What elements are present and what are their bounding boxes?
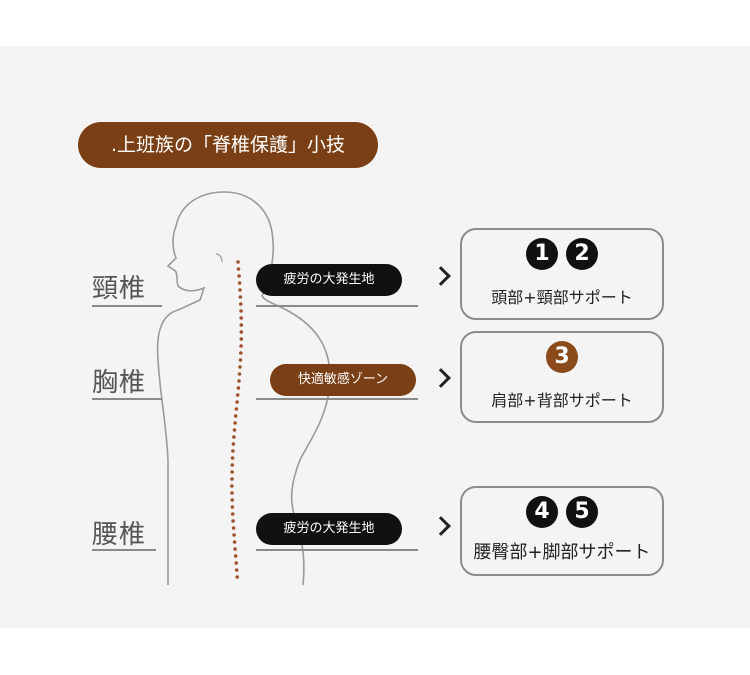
body-outline	[156, 191, 331, 586]
number-badge: 2	[566, 238, 598, 270]
spine-dot	[233, 421, 237, 425]
spine-dot	[230, 463, 235, 467]
spine-dot	[237, 372, 242, 376]
spine-dot	[231, 442, 236, 446]
spine-dot	[230, 470, 234, 474]
spine-dot	[237, 379, 241, 383]
spine-dot	[238, 365, 242, 369]
support-label: 腰臀部+脚部サポート	[473, 542, 651, 563]
spine-dot	[231, 449, 235, 453]
spine-dot	[232, 428, 237, 432]
spine-dot	[235, 393, 240, 397]
spine-dot	[232, 540, 237, 544]
tag-cervical: 疲労の大発生地	[256, 264, 402, 296]
spine-dot	[233, 414, 238, 418]
spine-dot	[230, 498, 234, 502]
spine-dot	[239, 344, 243, 348]
spine-dot	[231, 519, 235, 523]
spine-dot	[239, 330, 244, 334]
spine-dot	[239, 302, 243, 306]
underline-cervical	[92, 305, 162, 307]
ear-outline	[215, 253, 223, 263]
spine-dot	[239, 323, 244, 327]
number-badge: 5	[566, 496, 598, 528]
spine-dot	[238, 288, 242, 292]
spine-dot	[238, 295, 243, 299]
spine-dot	[230, 505, 235, 509]
number-badge: 4	[526, 496, 558, 528]
spine-dot	[239, 337, 244, 341]
spine-dot	[239, 351, 243, 355]
spine-dot	[232, 533, 236, 537]
spine-dot	[235, 575, 239, 579]
title-banner: .上班族の「脊椎保護」小技	[78, 122, 378, 168]
connector-thoracic	[256, 398, 418, 400]
underline-lumbar	[92, 549, 156, 551]
spine-dot	[230, 477, 234, 481]
number-badge: 1	[526, 238, 558, 270]
tag-lumbar: 疲労の大発生地	[256, 513, 402, 545]
spine-dot	[234, 568, 239, 572]
tag-thoracic: 快適敏感ゾーン	[270, 364, 416, 396]
connector-cervical	[256, 305, 418, 307]
connector-lumbar	[256, 549, 418, 551]
support-box-thoracic: 3 肩部+背部サポート	[460, 331, 664, 423]
region-label-lumbar: 腰椎	[92, 520, 147, 550]
spine-dot	[233, 547, 237, 551]
underline-thoracic	[92, 398, 162, 400]
spine-dot	[237, 274, 241, 278]
spine-dot	[233, 554, 238, 558]
spine-dot	[231, 526, 236, 530]
spine-dot	[230, 512, 235, 516]
spine-dot	[230, 484, 234, 488]
spine-dot	[236, 267, 241, 271]
spine-dot	[239, 309, 243, 313]
number-badges: 3	[462, 341, 662, 373]
spine-dot	[236, 260, 240, 264]
spine-dots	[230, 260, 244, 579]
spine-dot	[232, 435, 236, 439]
spine-dot	[236, 386, 241, 390]
spine-dot	[235, 400, 239, 404]
spine-dot	[238, 358, 243, 362]
spine-dot	[234, 407, 239, 411]
region-label-thoracic: 胸椎	[92, 368, 147, 398]
region-label-cervical: 頸椎	[92, 274, 147, 304]
spine-dot	[230, 491, 234, 495]
spine-dot	[237, 281, 242, 285]
spine-dot	[230, 456, 235, 460]
spine-dot	[239, 316, 243, 320]
support-label: 肩部+背部サポート	[491, 391, 633, 410]
number-badge: 3	[546, 341, 578, 373]
support-label: 頭部+頸部サポート	[491, 288, 633, 307]
spine-dot	[234, 561, 238, 565]
